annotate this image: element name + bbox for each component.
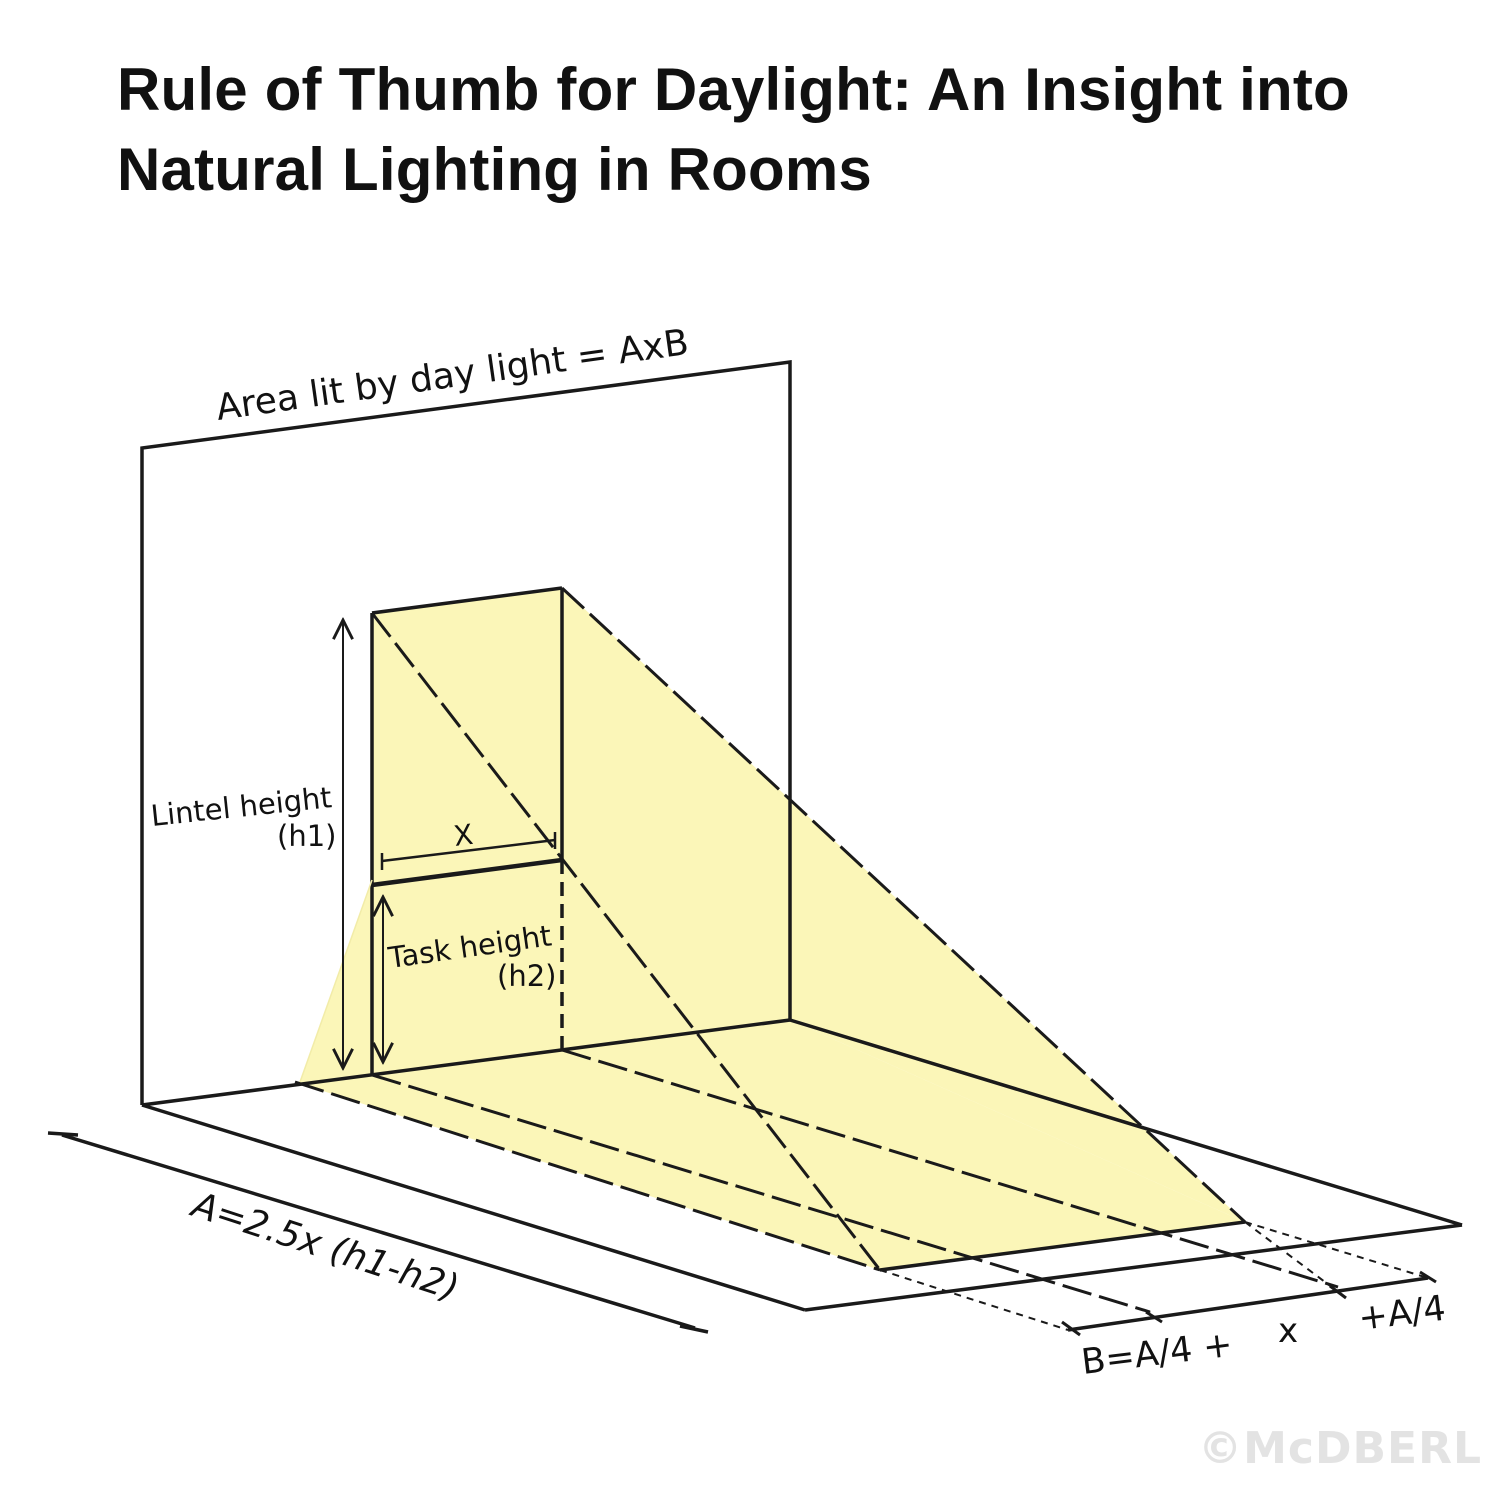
ext-line-4 xyxy=(1244,1221,1346,1298)
a-dim-tick-left xyxy=(47,1131,79,1137)
ext-line-3 xyxy=(1244,1221,1429,1279)
back-wall xyxy=(140,360,792,1105)
diagonal-ray-front xyxy=(370,612,882,1271)
b-dimension-line xyxy=(1067,1276,1429,1332)
window-frame xyxy=(370,586,564,1075)
b-formula-label: B=A/4 + xyxy=(1079,1325,1235,1383)
extension-lines xyxy=(879,1221,1429,1331)
dimension-lines xyxy=(47,620,1437,1337)
lit-area-far-edge xyxy=(879,1220,1246,1272)
task-height-symbol: (h2) xyxy=(497,959,556,993)
lit-area-front-edge xyxy=(294,1080,881,1272)
daylight-volume xyxy=(295,588,1245,1270)
b-plus-label: +A/4 xyxy=(1356,1289,1448,1339)
window-jamb-projection-right xyxy=(561,1048,1339,1289)
window-head xyxy=(371,586,563,615)
window-jamb-projection-left xyxy=(371,1073,1151,1314)
floor-front-edge xyxy=(141,1103,806,1312)
window-sill xyxy=(371,857,563,888)
x-dimension-label: X xyxy=(452,818,475,853)
copyright-watermark: ©McDBERL xyxy=(1198,1423,1482,1474)
b-dim-tick-2 xyxy=(1145,1310,1163,1324)
room-outline xyxy=(140,360,1463,1312)
ext-line-1 xyxy=(879,1269,1069,1331)
a-dimension-line xyxy=(61,1133,696,1330)
lit-floor-area xyxy=(295,1020,1245,1270)
b-dim-tick-3 xyxy=(1329,1284,1347,1300)
b-dim-tick-1 xyxy=(1061,1320,1081,1337)
a-dim-tick-right xyxy=(679,1324,709,1334)
area-label: Area lit by day light = AxB xyxy=(214,322,692,429)
light-boundaries xyxy=(294,586,1339,1314)
x-dimension-line xyxy=(381,838,556,863)
floor-right-edge xyxy=(804,1223,1463,1312)
title-line-1: Rule of Thumb for Daylight: An Insight i… xyxy=(117,56,1350,123)
floor-back-edge xyxy=(789,1018,1463,1227)
wall-floor-edge xyxy=(141,1018,791,1107)
window-opening xyxy=(372,588,562,1075)
a-formula-label: A=2.5x (h1-h2) xyxy=(185,1184,463,1309)
diagram-title: Rule of Thumb for Daylight: An Insight i… xyxy=(117,50,1437,210)
diagonal-ray-back xyxy=(560,586,1247,1224)
b-dim-tick-4 xyxy=(1419,1270,1437,1284)
title-line-2: Natural Lighting in Rooms xyxy=(117,136,872,203)
lintel-height-symbol: (h1) xyxy=(277,819,336,853)
b-x-label: x xyxy=(1278,1311,1298,1351)
